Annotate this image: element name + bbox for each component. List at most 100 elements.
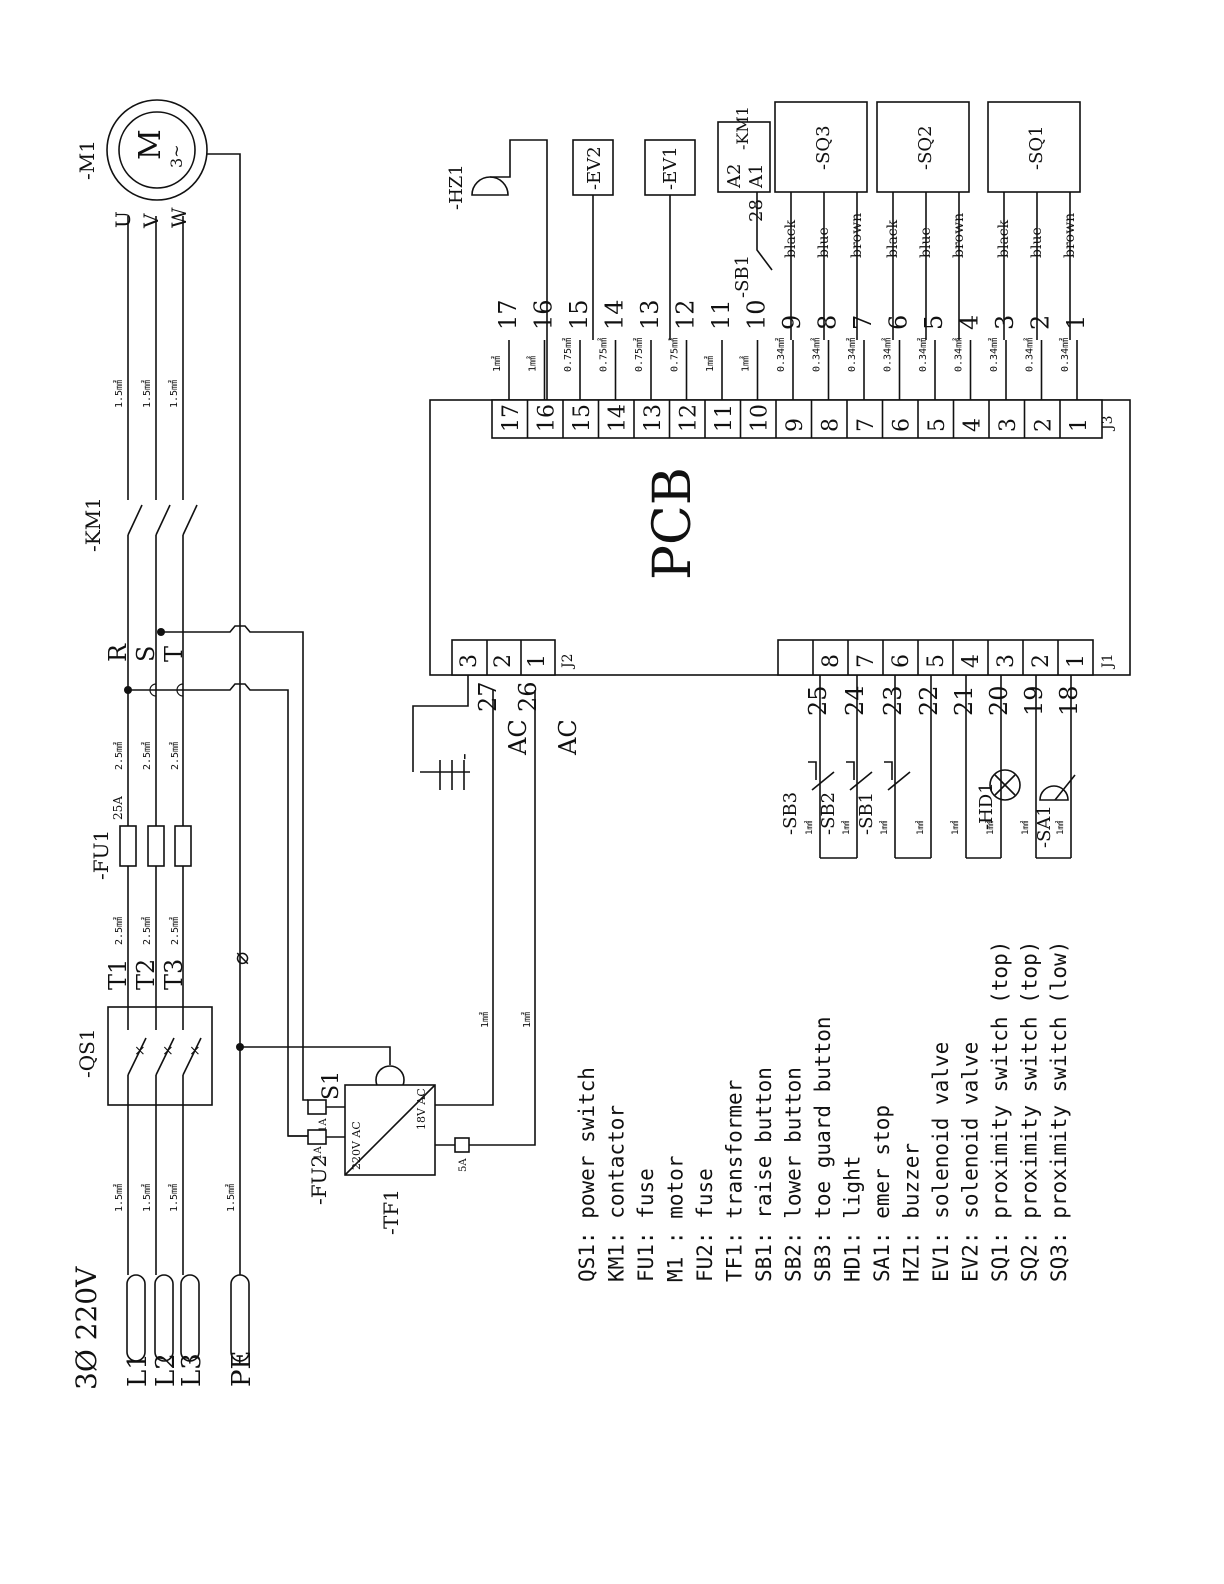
qs1-x-mark: × — [134, 1043, 146, 1059]
hd1-lamp — [989, 769, 1021, 801]
control-feed-r — [128, 683, 308, 1137]
sq1-ref: -SQ1 — [1026, 125, 1047, 170]
legend-item-5: TF1: transformer — [723, 1080, 747, 1282]
rst-label-0: R — [104, 643, 132, 662]
sq3-ref: -SQ3 — [813, 125, 834, 170]
tf1-ref: -TF1 — [379, 1189, 403, 1235]
j1-label: J1 — [1100, 653, 1116, 670]
plug-pe-label: PE — [227, 1351, 257, 1387]
plug-l1 — [126, 1274, 146, 1362]
wire-size-bottom-18: 1㎟ — [1055, 821, 1066, 835]
motor-symbol: M — [133, 129, 168, 160]
sb2-actuator — [846, 761, 855, 780]
wire-size-bottom-21: 1㎟ — [950, 821, 961, 835]
diagram-lines — [106, 99, 1131, 1362]
sa1-ref: -SA1 — [1034, 805, 1055, 848]
km1-coil-ref: -KM1 — [733, 106, 752, 150]
wire-size-mid-2: 2.5㎟ — [169, 742, 181, 770]
wire-number-top-3: 3 — [991, 315, 1019, 330]
wire-size-top-15: 0.75㎟ — [562, 338, 574, 372]
j2-pin-2: 2 — [491, 654, 516, 668]
j3-pin-1: 1 — [1067, 418, 1092, 432]
motor-phase: 3~ — [167, 144, 186, 168]
legend-item-11: HZ1: buzzer — [900, 1143, 924, 1282]
wire-size-top-2: 0.34㎟ — [1024, 338, 1036, 372]
control-feed-t — [161, 625, 308, 1101]
wire-size-upper-2: 2.5㎟ — [169, 917, 181, 945]
j3-pin-12: 12 — [677, 404, 702, 432]
legend-item-15: SQ2: proximity switch (top) — [1018, 941, 1042, 1282]
wire-size-top-10: 1㎟ — [740, 356, 752, 372]
motor-m1-outer — [106, 99, 208, 201]
wire-number-top-6: 6 — [885, 315, 913, 330]
sq2-box — [876, 101, 970, 193]
wire-size-top-16: 1㎟ — [527, 356, 539, 372]
sb1-top-ref: -SB1 — [732, 255, 753, 298]
ac-label-2: AC — [554, 719, 582, 756]
wire-number-bottom-21: 21 — [950, 685, 978, 716]
wire-size-bottom-25: 1㎟ — [804, 821, 815, 835]
hd1-ref: -HD1 — [976, 782, 997, 830]
wire-size-top-5: 0.34㎟ — [917, 338, 929, 372]
wire-number-bottom-25: 25 — [804, 685, 832, 716]
wire-number-bottom-20: 20 — [985, 685, 1013, 716]
wire-number-top-8: 8 — [814, 315, 842, 330]
legend-item-16: SQ3: proximity switch (low) — [1047, 941, 1071, 1282]
wire-number-bottom-18: 18 — [1055, 685, 1083, 716]
j2-pin-3: 3 — [457, 654, 482, 668]
j3-label: J3 — [1100, 415, 1116, 432]
legend-item-9: HD1: light — [841, 1156, 865, 1282]
fu2-rating2: 1A — [318, 1118, 329, 1132]
j3-pin-13: 13 — [641, 404, 666, 432]
wire-size-feed-2: 1.5㎟ — [168, 1184, 180, 1212]
j3-pin-7: 7 — [854, 418, 879, 432]
km1-a2: A2 — [724, 164, 745, 189]
ground-label: - — [451, 753, 475, 760]
wire-size-top-14: 0.75㎟ — [598, 338, 610, 372]
legend-item-2: FU1: fuse — [634, 1168, 658, 1282]
t-label-3: T3 — [160, 959, 188, 990]
wire-number-26: 26 — [514, 681, 542, 712]
ground-wire — [412, 675, 469, 772]
tf1-fuse-rating: 5A — [458, 1158, 469, 1172]
sq1-color-0: black — [996, 219, 1012, 258]
legend-item-14: SQ1: proximity switch (top) — [988, 941, 1012, 1282]
sq2-color-2: brown — [951, 213, 967, 258]
j2-label: J2 — [560, 653, 576, 670]
wire-size-top-17: 1㎟ — [491, 356, 503, 372]
wire-number-top-7: 7 — [849, 315, 877, 330]
j1-pin-4: 4 — [959, 654, 984, 668]
sa1-contact — [1054, 774, 1076, 801]
wire-number-28: 28 — [746, 199, 767, 222]
legend-item-13: EV2: solenoid valve — [959, 1042, 983, 1282]
wire-size-bottom-24: 1㎟ — [841, 821, 852, 835]
wire-number-bottom-23: 23 — [879, 685, 907, 716]
wire-size-bottom-19: 1㎟ — [1020, 821, 1031, 835]
j1-pin-2: 2 — [1029, 654, 1054, 668]
pcb-board — [429, 399, 1131, 676]
wire-number-bottom-19: 19 — [1020, 685, 1048, 716]
plug-pe — [230, 1274, 250, 1362]
tf1-secondary: 18V AC — [415, 1088, 428, 1130]
fu2-fuse-top — [307, 1099, 327, 1115]
wire-size-motor-1: 1.5㎟ — [141, 380, 153, 408]
wire-size-top-13: 0.75㎟ — [633, 338, 645, 372]
wire-size-upper-0: 2.5㎟ — [113, 917, 125, 945]
plug-l1-label: L1 — [123, 1353, 153, 1387]
plug-l2-label: L2 — [151, 1353, 181, 1387]
plug-l2 — [154, 1274, 174, 1362]
legend-item-10: SA1: emer stop — [870, 1105, 894, 1282]
sb2-contact — [849, 771, 873, 791]
wire-number-bottom-24: 24 — [841, 685, 869, 716]
j3-pin-2: 2 — [1032, 418, 1057, 432]
ev1-ref: -EV1 — [660, 146, 681, 190]
hd1-lamp-x2 — [994, 774, 1016, 796]
motor-terminal-0: U — [111, 211, 135, 228]
wire-hop — [176, 683, 184, 697]
j3-pin-10: 10 — [748, 404, 773, 432]
sq1-color-1: blue — [1029, 227, 1045, 258]
wire-size-mid-0: 2.5㎟ — [113, 742, 125, 770]
wire-size-upper-1: 2.5㎟ — [141, 917, 153, 945]
